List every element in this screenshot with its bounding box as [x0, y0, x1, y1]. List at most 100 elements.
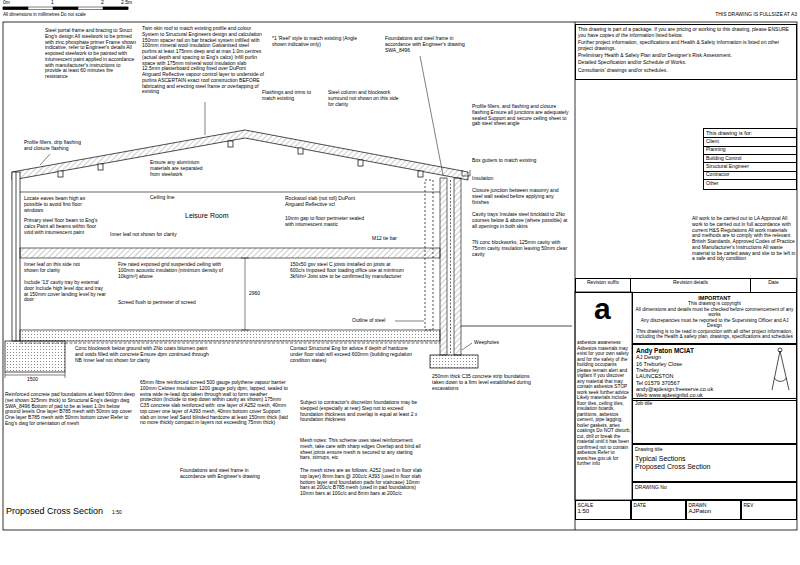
label-slot: 1500 — [27, 377, 38, 383]
foundations-part — [430, 355, 478, 368]
box-heading: IMPORTANT — [635, 295, 794, 301]
spec-note: Insulation — [472, 176, 493, 182]
spec-note: 250mm thick C35 concrete strip foundatio… — [432, 374, 542, 391]
box-text: AJPaton — [689, 508, 739, 515]
compass-logo-part — [778, 348, 782, 352]
label-slot: 10mm gap to floor perimeter sealed with … — [285, 216, 365, 228]
leader-lines-part — [40, 154, 50, 165]
spec-note: Fire rated exposed grid suspended ceilin… — [118, 262, 228, 279]
drawing-number-box: DRAWING No — [632, 482, 797, 500]
box-text: Structural Engineer — [704, 162, 796, 170]
steel-frame-part — [12, 172, 20, 341]
box-text: Other — [704, 179, 796, 187]
box-heading: Drawing title — [635, 447, 794, 453]
leader-lines-part — [395, 321, 424, 322]
first-floor-part — [20, 248, 440, 258]
label-slot: Inner leaf not shown for clarity — [110, 232, 190, 238]
ceiling-line — [20, 192, 440, 193]
scale-bar-part — [53, 7, 78, 10]
title-slot: Proposed Cross Section — [6, 506, 103, 516]
roof-sheeting-part — [228, 141, 233, 147]
spec-note: Weepholes — [474, 340, 499, 346]
notes-box: This drawing is part of a package. If yo… — [575, 24, 797, 80]
box-text: Proposed Cross Section — [635, 463, 794, 471]
box-heading: DATE — [634, 503, 684, 509]
scale-bar — [3, 7, 128, 10]
spec-note: Reinforced concrete pad foundations at l… — [5, 392, 135, 427]
label-slot: Conc blockwork below ground with 2No coa… — [75, 346, 215, 363]
revision-table: Revision suffixRevision detailsDate — [575, 278, 797, 293]
label-slot: 65mm fibre reinforced screed 500 gauge p… — [140, 380, 290, 426]
label-slot: Box gutters to match existing — [472, 158, 568, 164]
title-block-lines — [575, 292, 632, 500]
label-slot: Cavity trays Insulate steel bricklaid to… — [472, 212, 568, 229]
label-slot: 1:50 — [112, 510, 122, 516]
leader-lines-part — [420, 56, 443, 175]
spec-note: 65mm fibre reinforced screed 500 gauge p… — [140, 380, 290, 426]
sheet-note: All dimensions in millimetres Do not sca… — [3, 12, 86, 17]
dimension-lines-part — [5, 372, 6, 378]
roof-sheeting-part — [358, 160, 363, 166]
box-text: This drawing is to be read in conjunctio… — [635, 329, 794, 340]
dimension-lines-part — [5, 375, 65, 376]
box-heading: DRAWING No — [635, 485, 794, 491]
scale-number: 2.5m — [121, 0, 132, 6]
box-text: Consultants' drawings and/or schedules. — [578, 68, 794, 74]
spec-note: 7N conc blockworks, 125mm cavity with 75… — [472, 240, 568, 257]
box-heading: REV — [744, 503, 795, 509]
sheet-note: THIS DRAWING IS FULLSIZE AT A3 — [688, 12, 797, 18]
label-slot: Steel column and blockwork surround not … — [328, 90, 404, 107]
leader-lines-part — [205, 102, 206, 135]
spec-note: Closure junction between masonry and ste… — [472, 188, 568, 205]
scale-number: 0m — [3, 0, 10, 6]
label-slot: 150x50 gsv steel C joists installed on j… — [290, 262, 405, 279]
spec-note: 10mm gap to floor perimeter sealed with … — [285, 216, 365, 228]
room-name: Leisure Room — [185, 212, 229, 220]
ground-line-part — [461, 326, 572, 327]
label-slot: M12 tie bar — [372, 236, 397, 242]
sheet-frame — [3, 22, 797, 530]
box-text: Contractor — [704, 171, 796, 179]
dimension-text: 2960 — [249, 291, 260, 297]
label-slot: 2 — [101, 0, 104, 6]
box-text: AJ Design — [636, 354, 761, 360]
label-slot: Profile fillers, drip flashing and closu… — [24, 140, 84, 152]
label-slot: Insulation — [472, 176, 493, 182]
label-slot: 7N conc blockworks, 125mm cavity with 75… — [472, 240, 568, 257]
label-slot: Outline of steel — [352, 318, 385, 324]
label-slot: a — [594, 294, 611, 324]
scale-bar-part — [3, 7, 128, 10]
scale-bar-part — [3, 7, 28, 10]
spec-note: Mesh notes: This scheme uses steel reinf… — [300, 438, 425, 461]
dimension-lines-part — [241, 330, 249, 331]
title-block-lines-part — [575, 292, 632, 500]
label-slot: Foundations and steel frame in accordanc… — [385, 36, 470, 53]
leader-lines-part — [462, 343, 472, 350]
dimension-text: 1500 — [27, 377, 38, 383]
label-slot: asbestos awareness Asbestos materials ma… — [577, 340, 632, 467]
label-slot: Closure junction between masonry and ste… — [472, 188, 568, 205]
roof-sheeting-part — [98, 164, 103, 170]
label-slot: All dimensions in millimetres Do not sca… — [3, 12, 86, 17]
cavity-wall-part — [450, 180, 451, 353]
foundations — [5, 341, 478, 372]
label-slot: Profile fillers, and flashing and closur… — [472, 104, 570, 127]
label-slot: Contact Structural Eng for advice if dep… — [290, 346, 415, 363]
roof-sheeting — [12, 130, 468, 180]
dimension-lines — [5, 258, 249, 378]
foundations-part — [5, 341, 65, 372]
spec-note: Inner leaf not shown for clarity — [110, 232, 190, 238]
ground-slab-part — [20, 330, 440, 341]
label-slot: 250mm thick C35 concrete strip foundatio… — [432, 374, 542, 391]
ceiling-line-part — [20, 192, 440, 193]
spec-note: Twin skin roof to match existing profile… — [142, 26, 264, 95]
spec-note: Steel portal frame and bracing to Struct… — [45, 28, 137, 80]
label-slot: Reinforced concrete pad foundations at l… — [5, 392, 135, 427]
spec-note: Steel column and blockwork surround not … — [328, 90, 404, 107]
dimension-lines-part — [241, 258, 249, 259]
roof-sheeting-part — [298, 148, 303, 154]
practice-box: Andy Paton MCIATAJ Design16 Treburley Cl… — [632, 344, 797, 401]
box-text: Further project information, specificati… — [578, 40, 794, 52]
sheet-note: All work to be carried out to LA Approva… — [692, 216, 796, 262]
